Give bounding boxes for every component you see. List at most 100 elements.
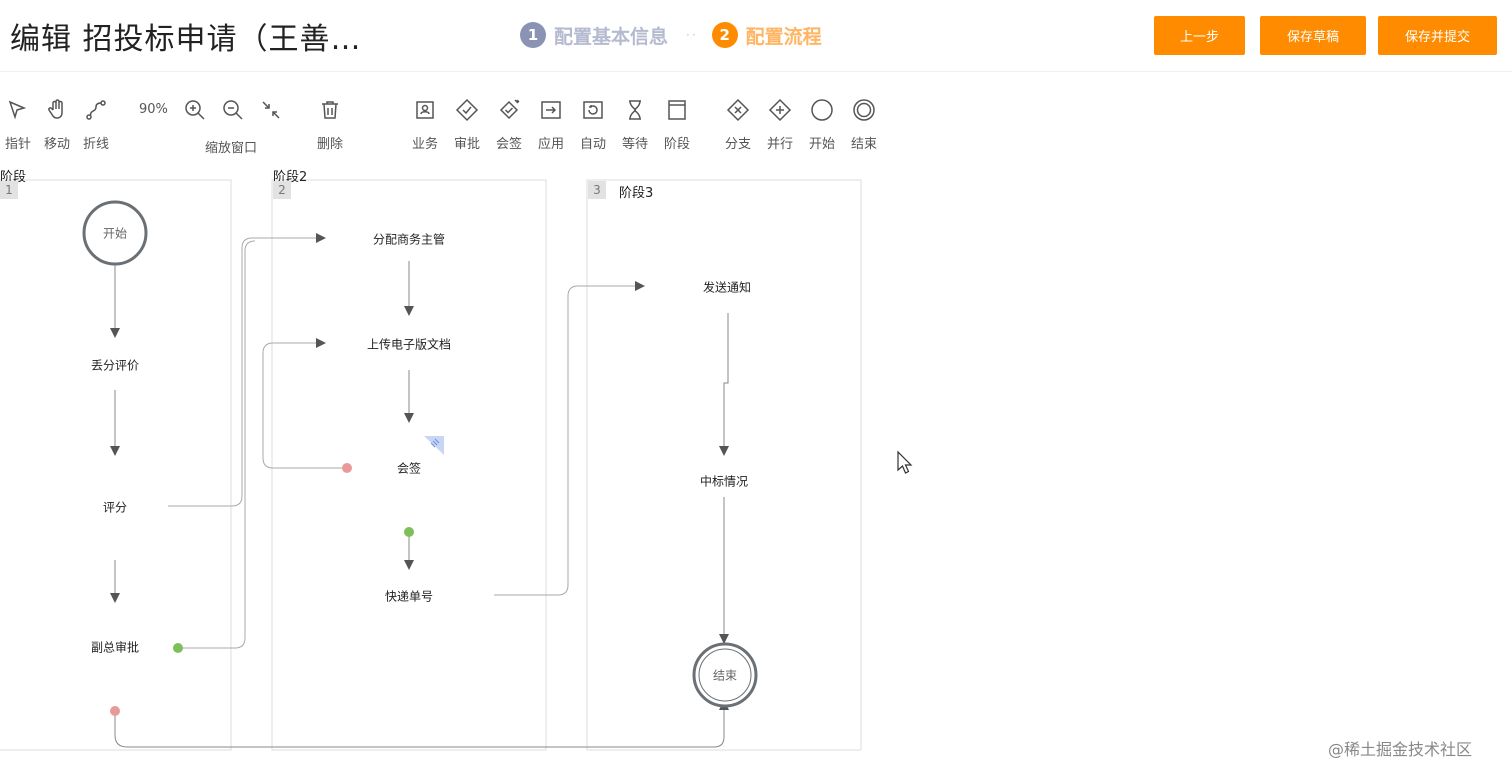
tool-apply[interactable]: 应用	[531, 98, 571, 152]
save-draft-button[interactable]: 保存草稿	[1260, 16, 1366, 55]
start-circle-icon	[811, 99, 833, 121]
lane-3-title: 阶段3	[619, 186, 654, 201]
auto-icon	[583, 101, 603, 119]
start-node-label: 开始	[102, 226, 128, 241]
zoom-in-button[interactable]	[175, 98, 215, 122]
tool-delete[interactable]: 删除	[310, 98, 350, 152]
prev-step-button[interactable]: 上一步	[1154, 16, 1245, 55]
zoom-out-button[interactable]	[213, 98, 253, 122]
flow-canvas[interactable]: 阶段 1 阶段2 2 3 阶段3 开始 丢分评价 评分 副总审批 分配商务主管 …	[0, 165, 870, 765]
step-label: 配置流程	[745, 25, 822, 48]
tool-label: 开始	[808, 137, 835, 152]
step-config-flow[interactable]: 2 配置流程	[711, 22, 822, 49]
hand-icon	[48, 99, 63, 119]
hourglass-icon	[629, 100, 641, 120]
tool-parallel[interactable]: 并行	[760, 98, 800, 152]
tool-polyline[interactable]: 折线	[76, 98, 116, 152]
node-assign-manager[interactable]: 分配商务主管	[372, 232, 446, 247]
tool-label: 结束	[850, 137, 877, 152]
edge-score-assign[interactable]	[168, 233, 326, 507]
tool-end[interactable]: 结束	[844, 98, 884, 152]
tool-approve[interactable]: 审批	[447, 98, 487, 152]
tool-label: 阶段	[663, 137, 690, 152]
reject-port-dot[interactable]	[342, 463, 352, 473]
tool-label: 指针	[4, 137, 31, 152]
success-port-dot[interactable]	[173, 643, 183, 653]
node-score[interactable]: 评分	[102, 500, 128, 515]
page-title: 编辑 招投标申请（王善…	[10, 22, 362, 57]
edge-vp-end[interactable]	[114, 700, 729, 748]
lane-2-box	[271, 179, 547, 751]
node-scoring-eval[interactable]: 丢分评价	[90, 358, 140, 373]
tool-label: 移动	[43, 137, 70, 152]
countersign-badge-lines	[430, 438, 440, 448]
tool-label: 会签	[495, 137, 522, 152]
tool-label: 业务	[411, 137, 438, 152]
lane-3-number: 3	[588, 181, 606, 199]
lane-1-box	[0, 179, 232, 751]
trash-icon	[322, 101, 338, 119]
tool-label: 自动	[579, 137, 606, 152]
reject-port-dot[interactable]	[110, 706, 120, 716]
tool-label: 并行	[766, 137, 793, 152]
lane-2-number: 2	[273, 181, 291, 199]
tool-pointer[interactable]: 指针	[0, 98, 38, 152]
step-basic-info[interactable]: 1 配置基本信息	[520, 22, 668, 49]
edge-sign-upload[interactable]	[262, 338, 347, 469]
tool-wait[interactable]: 等待	[615, 98, 655, 152]
parallel-icon	[768, 98, 792, 122]
tool-label: 等待	[621, 137, 648, 152]
tool-start[interactable]: 开始	[802, 98, 842, 152]
end-node-inner	[698, 648, 752, 702]
countersign-icon	[499, 99, 520, 120]
pointer-icon	[8, 100, 27, 120]
polyline-icon	[86, 100, 106, 120]
flow-diagram	[0, 179, 862, 751]
tool-label: 审批	[453, 137, 480, 152]
tool-label: 分支	[724, 137, 751, 152]
edge-express-notice[interactable]	[494, 281, 645, 596]
node-bid-result[interactable]: 中标情况	[699, 474, 749, 489]
apply-icon	[541, 101, 561, 119]
business-icon	[416, 101, 434, 119]
tool-label: 删除	[316, 137, 343, 152]
zoom-out-icon	[223, 100, 243, 120]
node-upload-doc[interactable]: 上传电子版文档	[366, 337, 452, 352]
zoom-fit-button[interactable]	[251, 98, 291, 122]
end-node-label: 结束	[712, 668, 738, 683]
tool-branch[interactable]: 分支	[718, 98, 758, 152]
tool-label: 折线	[82, 137, 109, 152]
stage-icon	[668, 100, 686, 120]
shrink-icon	[262, 101, 280, 119]
node-vp-approve[interactable]: 副总审批	[90, 640, 140, 655]
tool-label: 应用	[537, 137, 564, 152]
node-countersign[interactable]: 会签	[396, 461, 422, 476]
step-number: 1	[520, 22, 546, 48]
tool-business[interactable]: 业务	[405, 98, 445, 152]
tool-move[interactable]: 移动	[37, 98, 77, 152]
branch-icon	[726, 98, 750, 122]
tool-countersign[interactable]: 会签	[489, 98, 529, 152]
header: 编辑 招投标申请（王善… 1 配置基本信息 ·· 2 配置流程 上一步 保存草稿…	[0, 0, 1512, 72]
edge-notice-result[interactable]	[719, 313, 729, 456]
step-number: 2	[711, 22, 738, 48]
success-port-dot[interactable]	[404, 527, 414, 537]
lane-1-number: 1	[0, 181, 18, 199]
node-express-no[interactable]: 快递单号	[384, 589, 434, 604]
tool-auto[interactable]: 自动	[573, 98, 613, 152]
step-indicator: 1 配置基本信息 ·· 2 配置流程	[520, 20, 822, 50]
lane-3-box	[586, 179, 862, 751]
step-label: 配置基本信息	[554, 25, 669, 48]
save-submit-button[interactable]: 保存并提交	[1378, 16, 1497, 55]
mouse-cursor-icon	[897, 450, 913, 474]
end-node[interactable]	[692, 642, 758, 708]
node-send-notice[interactable]: 发送通知	[702, 280, 752, 295]
zoom-level: 90%	[139, 102, 168, 117]
zoom-window-label: 缩放窗口	[205, 141, 258, 156]
edge-vp-assign[interactable]	[178, 240, 256, 649]
approve-icon	[455, 98, 479, 122]
tool-stage[interactable]: 阶段	[657, 98, 697, 152]
zoom-in-icon	[185, 100, 205, 120]
end-circle-icon	[853, 99, 875, 121]
start-node[interactable]	[82, 200, 148, 266]
